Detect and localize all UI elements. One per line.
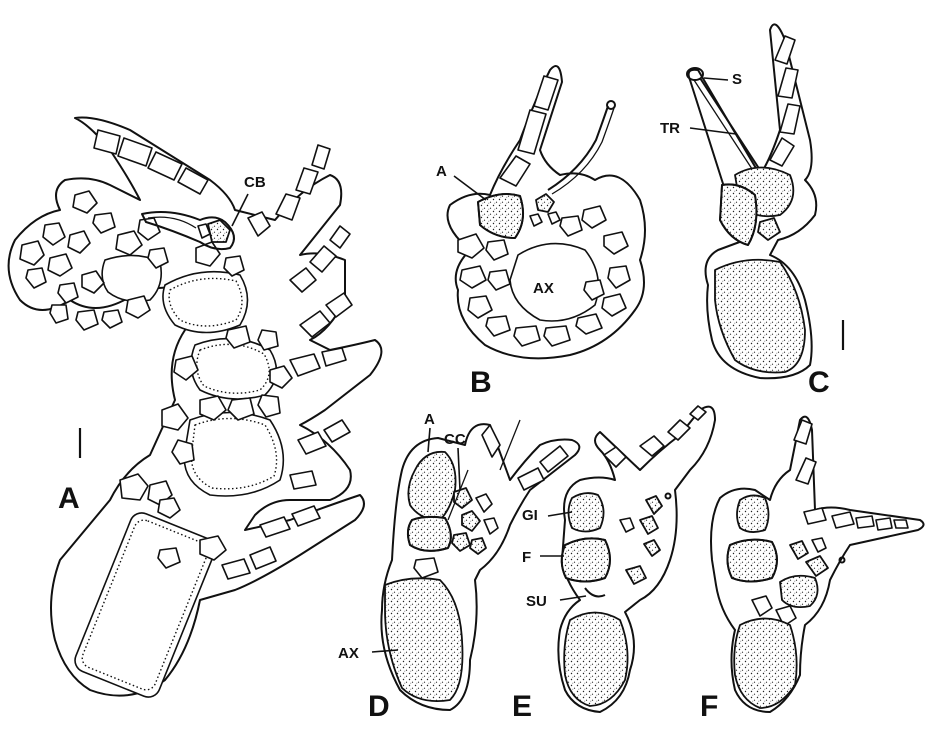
panel-label-c: C <box>808 366 830 399</box>
su-leader-line <box>560 596 586 600</box>
panel-label-a: A <box>58 482 80 515</box>
panel-e-drawing <box>540 406 715 712</box>
panel-c-drawing <box>687 24 843 378</box>
panel-label-d: D <box>368 690 390 723</box>
panel-b-drawing <box>448 66 646 358</box>
panel-f-drawing <box>711 417 924 712</box>
panel-label-b: B <box>470 366 492 399</box>
panel-label-e: E <box>512 690 532 723</box>
cc-leader-line <box>458 448 460 490</box>
label-a-d: A <box>424 411 435 428</box>
label-ax-b: AX <box>533 280 554 297</box>
s-leader-line <box>704 78 728 80</box>
panel-label-f: F <box>700 690 718 723</box>
panel-d-drawing <box>372 420 579 710</box>
a-b-leader-line <box>454 176 486 200</box>
label-tr: TR <box>660 120 680 137</box>
label-su: SU <box>526 593 547 610</box>
label-gi: GI <box>522 507 538 524</box>
label-cb: CB <box>244 174 266 191</box>
panel-a-drawing <box>9 118 382 701</box>
label-f: F <box>522 549 531 566</box>
label-ax-d: AX <box>338 645 359 662</box>
label-a-b: A <box>436 163 447 180</box>
label-s: S <box>732 71 742 88</box>
a-d-leader-line <box>428 428 430 452</box>
label-cc: CC <box>444 431 466 448</box>
tr-leader-line <box>690 128 736 134</box>
